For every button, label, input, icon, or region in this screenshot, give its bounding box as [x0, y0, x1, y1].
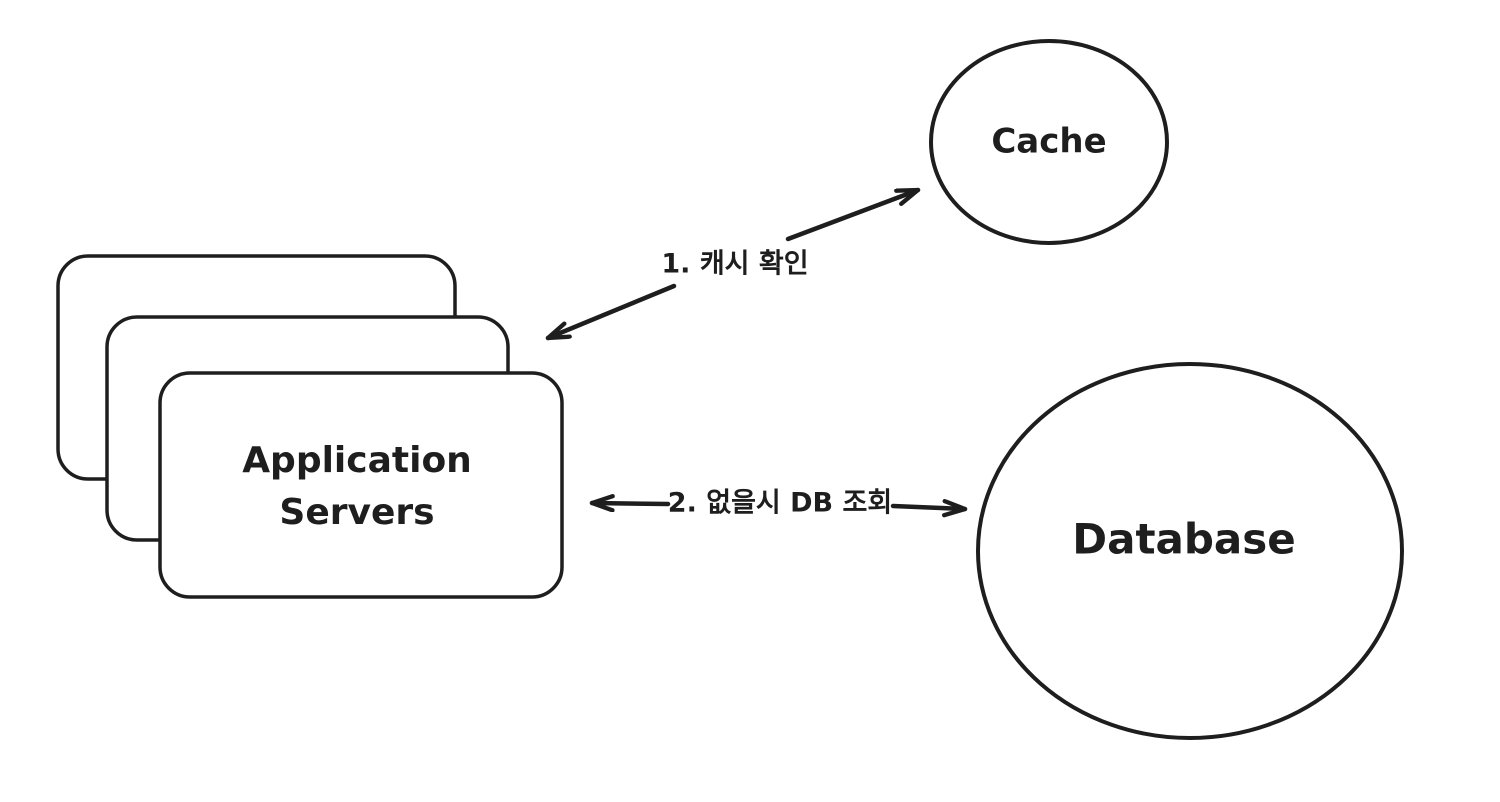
- edge-cache-check-arrow: [545, 187, 921, 341]
- database-label: Database: [1072, 514, 1296, 564]
- application-servers-label-line2: Servers: [279, 492, 435, 533]
- node-cache-ellipse: [929, 39, 1169, 245]
- app-server-card-front: [158, 371, 564, 599]
- node-database-ellipse: [976, 362, 1404, 740]
- edge-cache-check-arrow-lower-segment: [545, 283, 677, 341]
- edge-db-lookup-label: 2. 없을시 DB 조회: [667, 487, 893, 519]
- node-application-servers: [56, 254, 564, 599]
- edge-db-lookup-arrow-right-segment: [890, 506, 968, 509]
- edge-db-lookup-arrow-left-segment: [589, 503, 671, 504]
- edge-cache-check-label: 1. 캐시 확인: [661, 248, 809, 280]
- edge-db-lookup-arrow: [589, 503, 968, 509]
- edge-cache-check-arrow-upper-segment: [785, 187, 921, 242]
- cache-label: Cache: [991, 121, 1107, 162]
- application-servers-label-line1: Application: [242, 439, 472, 481]
- application-servers-label: Application Servers: [242, 435, 472, 539]
